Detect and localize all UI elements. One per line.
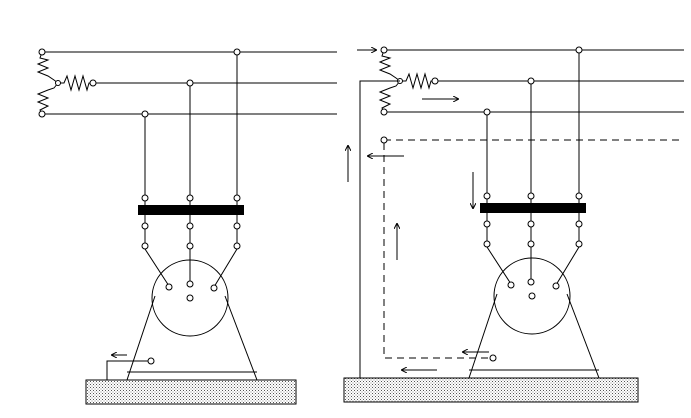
- left-source-resistor-mid: [58, 74, 93, 92]
- right-motor-terminal-1: [507, 281, 515, 289]
- left-motor-stand-right: [224, 295, 258, 381]
- left-motor-lead-3: [213, 248, 238, 288]
- right-switch-bar: [480, 203, 586, 213]
- left-motor-terminal-1: [165, 283, 173, 291]
- left-switch-bar: [138, 205, 244, 215]
- left-motor-stand: [126, 295, 156, 381]
- left-star-point: [55, 80, 61, 86]
- left-tap-2: [186, 79, 194, 87]
- left-motor-terminal-4: [186, 294, 194, 302]
- left-tap-1: [233, 48, 241, 56]
- right-motor-stand-right: [566, 293, 600, 379]
- left-motor-terminal-3: [210, 284, 218, 292]
- left-switch-contacts: [141, 194, 241, 250]
- right-tap-3: [483, 108, 491, 116]
- right-terminal-a: [380, 46, 388, 54]
- left-motor-lead-1: [144, 248, 170, 287]
- right-fault-path: [383, 143, 492, 359]
- left-terminal-c: [38, 110, 46, 118]
- right-motor-casing: [493, 257, 571, 335]
- left-frame-terminal: [147, 357, 155, 365]
- right-source-resistor-mid: [400, 72, 435, 90]
- right-motor-lead-3: [555, 246, 580, 286]
- right-fault-terminal: [380, 136, 388, 144]
- left-motor-casing: [151, 259, 229, 337]
- left-source-resistor-top: [36, 51, 59, 84]
- right-base-plate: [343, 377, 639, 403]
- right-earth-return: [359, 80, 400, 385]
- right-motor-terminal-3: [552, 282, 560, 290]
- left-panel: [36, 48, 337, 405]
- left-base-plate: [85, 379, 297, 405]
- right-source-resistor-bottom: [378, 80, 401, 113]
- right-tap-1: [575, 46, 583, 54]
- left-terminal-a: [38, 48, 46, 56]
- right-source-resistor-top: [378, 49, 401, 82]
- left-source-resistor-bottom: [36, 82, 59, 115]
- right-frame-terminal: [489, 354, 497, 362]
- right-motor-terminal-4: [528, 292, 536, 300]
- left-motor-terminal-2: [186, 280, 194, 288]
- right-terminal-b: [431, 77, 439, 85]
- left-terminal-b: [89, 79, 97, 87]
- right-terminal-c: [380, 108, 388, 116]
- right-motor-stand: [468, 293, 498, 379]
- right-switch-contacts: [483, 192, 583, 248]
- right-motor-terminal-2: [527, 278, 535, 286]
- right-tap-2: [527, 77, 535, 85]
- left-tap-3: [141, 110, 149, 118]
- right-panel: [343, 46, 684, 403]
- right-motor-lead-1: [486, 246, 512, 285]
